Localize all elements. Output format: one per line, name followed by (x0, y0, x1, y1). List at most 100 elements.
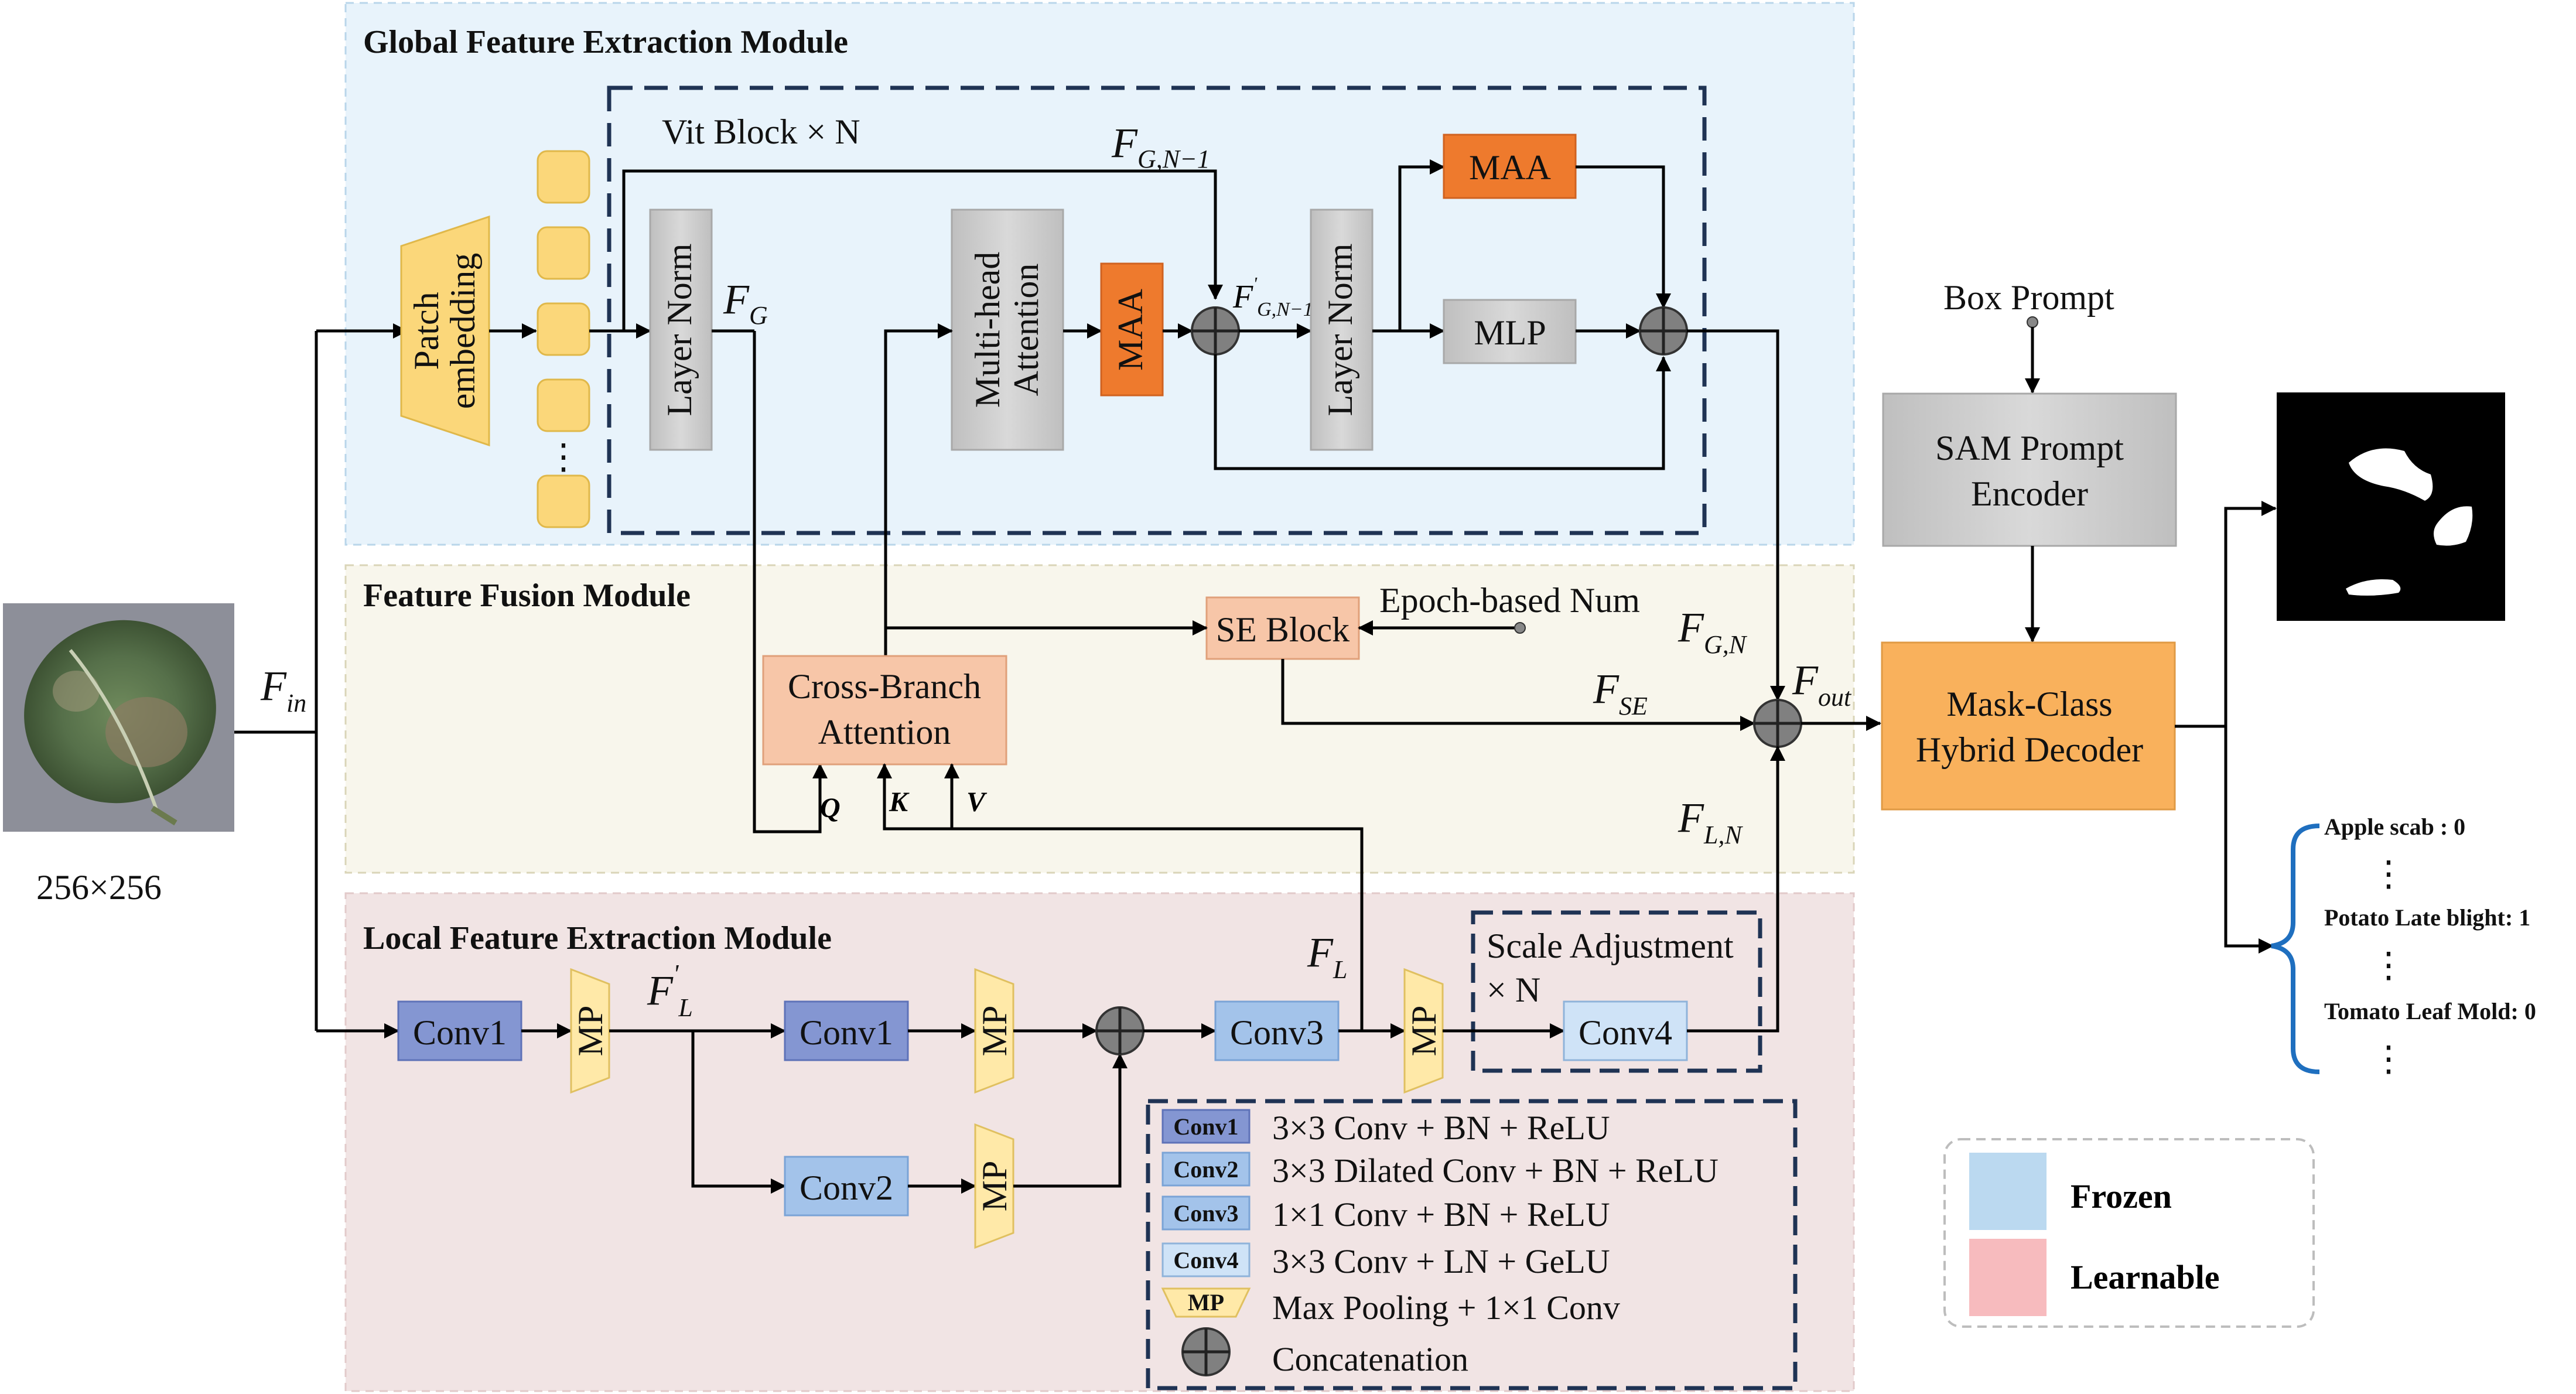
conv1-b-label: Conv1 (800, 1013, 893, 1052)
legend-border (1146, 1099, 1798, 1390)
multi-head-attention (951, 209, 1064, 451)
legend-concat-desc: Concatenation (1272, 1340, 1468, 1378)
fusion-module-title: Feature Fusion Module (363, 578, 691, 614)
sam-prompt-encoder (1882, 392, 2177, 547)
f-l-prime-symbol: F'L (647, 959, 693, 1022)
conv4-to-fout (1687, 746, 1785, 1033)
mp-1-label: MP (571, 1006, 610, 1057)
patch-embedding-label: Patchembedding (407, 253, 482, 409)
scale-adjustment-n: × N (1487, 971, 1540, 1009)
conv3-block (1214, 1000, 1340, 1061)
input-leaf-image (3, 603, 234, 832)
concat-node-2 (1639, 306, 1688, 356)
decoder-to-mask (2224, 501, 2277, 726)
frozen-swatch (1969, 1153, 2047, 1230)
token-stack: ⋮ (537, 150, 590, 528)
mp-3-label: MP (975, 1161, 1014, 1212)
residual-bottom-path (1214, 354, 1671, 470)
conv4-block (1563, 1000, 1688, 1061)
f-l-symbol: FL (1307, 929, 1347, 984)
class-item: Tomato Leaf Mold: 0 (2324, 998, 2536, 1024)
f-g-symbol: FG (723, 276, 768, 330)
scale-adjustment-border (1471, 910, 1762, 1073)
conv4-label: Conv4 (1579, 1013, 1672, 1052)
v-label: V (966, 787, 988, 818)
vit-block-border (607, 86, 1707, 535)
se-block-label: SE Block (1216, 610, 1350, 649)
output-mask-image (2277, 392, 2505, 621)
learnable-swatch (1969, 1239, 2047, 1316)
cross-branch-attention (762, 655, 1007, 766)
layer-norm-1-label: Layer Norm (660, 244, 699, 416)
legend-conv2-swatch-label: Conv2 (1173, 1156, 1238, 1183)
conv1-block-b (784, 1000, 909, 1061)
class-item: Potato Late blight: 1 (2324, 904, 2530, 931)
conv2-label: Conv2 (800, 1168, 893, 1207)
epoch-num-label: Epoch-based Num (1379, 581, 1640, 620)
legend-conv4-swatch-label: Conv4 (1173, 1247, 1238, 1273)
maa2-to-plus2 (1576, 165, 1671, 309)
concat-node-1 (1191, 306, 1240, 356)
legend-conv1-swatch-label: Conv1 (1173, 1113, 1238, 1140)
mp-4-label: MP (1405, 1006, 1443, 1057)
class-item: Apple scab : 0 (2324, 814, 2465, 840)
mp-block-3 (974, 1123, 1014, 1249)
maa-block-2 (1443, 134, 1577, 199)
mp1-to-conv2 (691, 1031, 786, 1194)
mp-block-4 (1403, 968, 1444, 1094)
legend-conv2-swatch (1161, 1152, 1251, 1187)
token (537, 150, 590, 204)
legend-concat-swatch (1181, 1327, 1231, 1376)
local-module-bg (344, 892, 1855, 1392)
mp-block-1 (570, 968, 610, 1094)
maa-block-1 (1100, 262, 1164, 397)
decoder-to-classes (2224, 726, 2274, 954)
concat-node-fout (1753, 699, 1802, 748)
learnable-label: Learnable (2071, 1258, 2220, 1296)
token (537, 302, 590, 356)
legend-conv3-desc: 1×1 Conv + BN + ReLU (1272, 1195, 1610, 1234)
ln2-to-maa2 (1398, 159, 1445, 331)
class-brace (2271, 824, 2320, 1074)
legend-conv4-desc: 3×3 Conv + LN + GeLU (1272, 1242, 1610, 1280)
conv1-block-a (397, 1000, 522, 1061)
multi-head-label: Multi-headAttention (968, 252, 1046, 408)
layer-norm-1 (649, 209, 713, 451)
token-dots: ⋮ (546, 438, 581, 476)
maa-2-label: MAA (1469, 148, 1551, 187)
legend-conv2-desc: 3×3 Dilated Conv + BN + ReLU (1272, 1152, 1719, 1190)
conv1-a-label: Conv1 (413, 1013, 507, 1052)
f-gn1-symbol: FG,N−1 (1111, 119, 1210, 173)
global-module-bg (344, 2, 1855, 546)
layernorm-to-q (753, 331, 828, 833)
conv2-block (784, 1156, 909, 1217)
legend-conv3-swatch (1161, 1195, 1251, 1231)
f-ln-symbol: FL,N (1678, 794, 1743, 849)
legend-mp-swatch-label: MP (1188, 1289, 1224, 1316)
legend-conv4-swatch (1161, 1242, 1251, 1277)
epoch-dot (1514, 622, 1526, 634)
fusion-module-bg (344, 564, 1855, 874)
f-gn1-prime-symbol: F'G,N−1 (1232, 273, 1313, 320)
class-dots: ⋮ (2371, 1040, 2406, 1078)
mlp-label: MLP (1474, 313, 1546, 352)
box-prompt-label: Box Prompt (1943, 278, 2114, 317)
scale-adjustment-label: Scale Adjustment (1487, 927, 1734, 965)
token (537, 226, 590, 280)
k-label: K (889, 787, 910, 818)
concat-node-local (1095, 1006, 1144, 1055)
vit-block-label: Vit Block × N (662, 112, 860, 151)
f-in-symbol: Fin (260, 662, 306, 718)
mask-class-decoder (1881, 641, 2176, 811)
mp3-to-concat (1013, 1053, 1128, 1188)
layer-norm-2 (1310, 209, 1374, 451)
input-size-label: 256×256 (36, 868, 162, 907)
global-to-fout (1687, 329, 1785, 701)
maa-1-label: MAA (1111, 289, 1150, 371)
mp-2-label: MP (975, 1006, 1014, 1057)
conv3-label: Conv3 (1230, 1013, 1324, 1052)
